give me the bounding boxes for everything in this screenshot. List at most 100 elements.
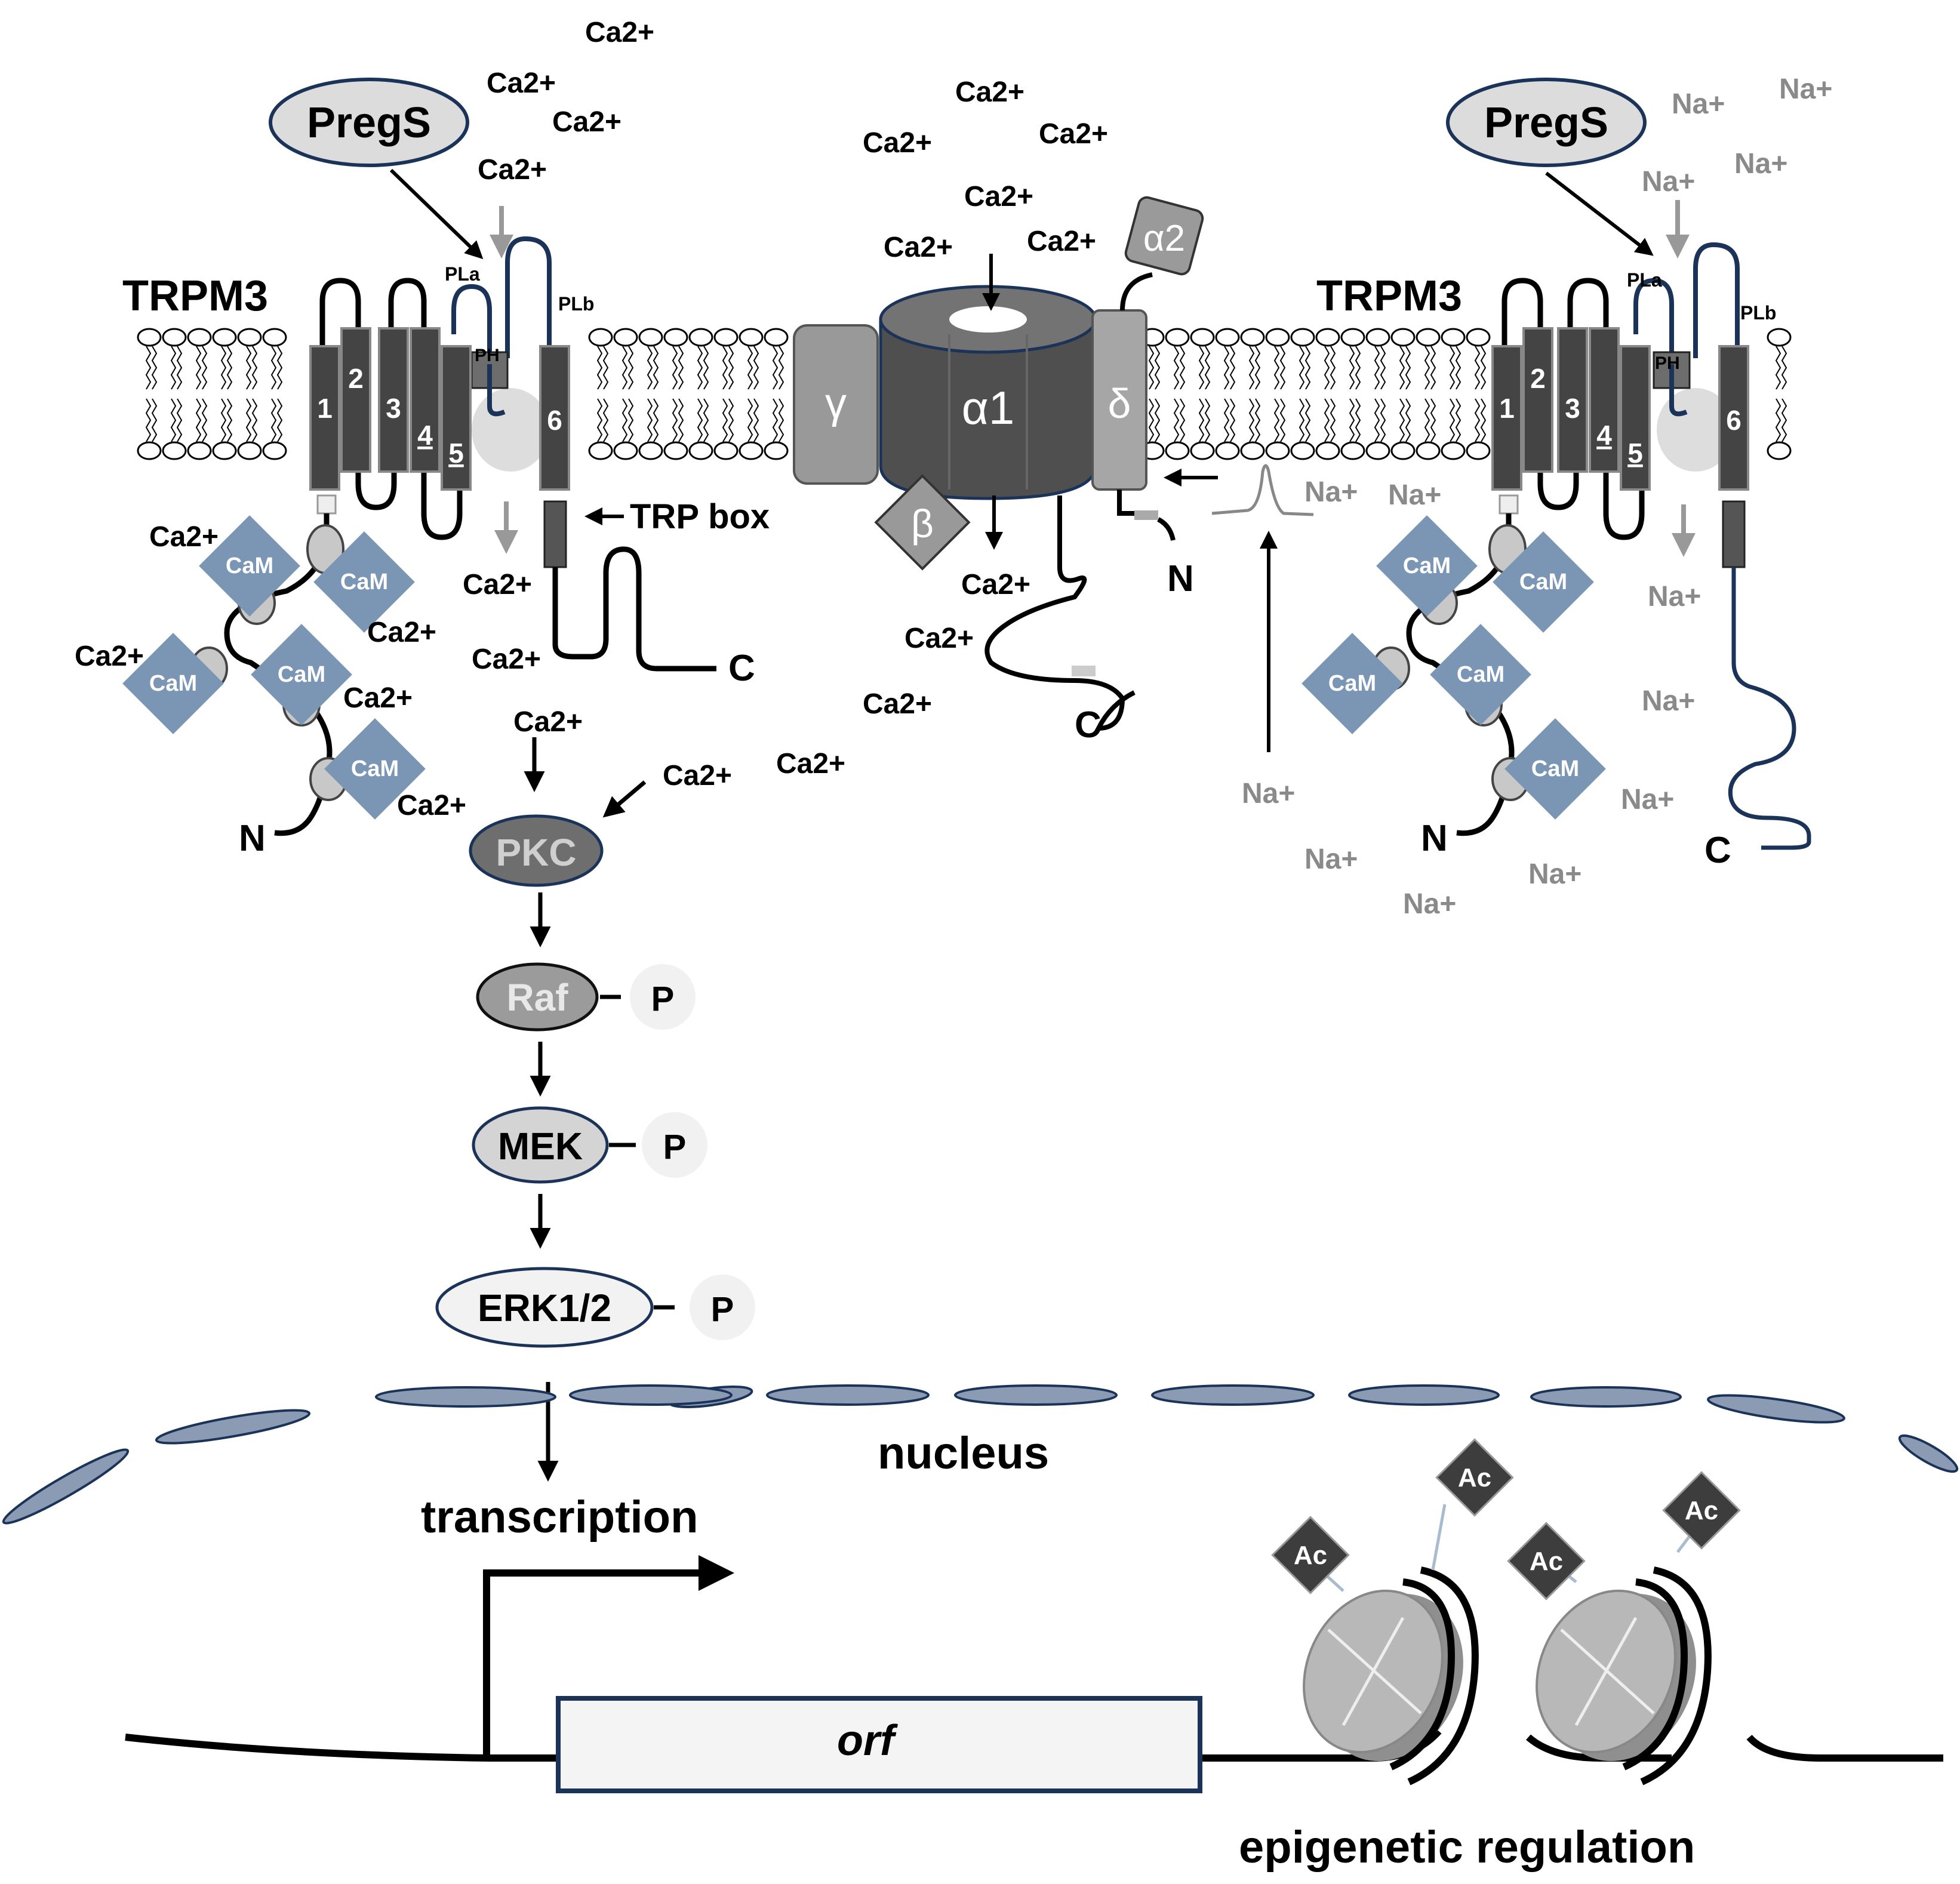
erk-node	[435, 1267, 654, 1348]
trp-box-label: TRP box	[630, 497, 770, 536]
sodium-ion-label: Na+	[1672, 88, 1725, 120]
lipid-tail	[1474, 346, 1487, 390]
segment-1-label: 1	[317, 393, 333, 424]
lipid-head	[212, 441, 237, 460]
lipid-tail	[697, 346, 709, 390]
lipid-head	[187, 441, 212, 460]
lipid-head	[1416, 441, 1441, 460]
lipid-head	[212, 328, 237, 347]
sodium-ion-label: Na+	[1642, 685, 1695, 717]
trp-box	[1722, 500, 1746, 568]
calmodulin-label: CaM	[340, 569, 388, 595]
trpm3-right-label: TRPM3	[1316, 272, 1462, 320]
calcium-ion-label: Ca2+	[1027, 226, 1096, 257]
calcium-ion-label: Ca2+	[478, 154, 547, 186]
calcium-ion-label: Ca2+	[776, 748, 845, 780]
lipid-head	[1240, 328, 1265, 347]
lipid-tail	[1424, 398, 1436, 442]
lipid-head	[588, 441, 613, 460]
loop-a-label: PLa	[445, 263, 480, 285]
segment-4-label: 4	[417, 420, 433, 451]
segment-2-label: 2	[1530, 363, 1546, 394]
lipid-head	[1390, 441, 1416, 460]
calmodulin-label: CaM	[1519, 569, 1567, 595]
pregs-right: PregS	[1446, 78, 1654, 256]
calcium-ion-label: Ca2+	[472, 644, 541, 675]
lipid-head	[1215, 441, 1240, 460]
raf-label: Raf	[506, 976, 568, 1019]
lipid-tail	[220, 398, 233, 442]
sodium-ion-label: Na+	[1648, 581, 1701, 612]
segment-6-label: 6	[547, 405, 562, 436]
epigenetic-regulation-label: epigenetic regulation	[1239, 1822, 1695, 1873]
acetyl-label: Ac	[1685, 1496, 1718, 1525]
vgcc-c-terminus: C	[1075, 704, 1101, 746]
trpm3-left-n-terminus: N	[239, 818, 266, 859]
gene-locus: orf	[125, 1555, 1943, 1793]
calcium-ion-label: Ca2+	[75, 641, 144, 672]
calcium-ion-label: Ca2+	[884, 232, 953, 263]
mek-label: MEK	[498, 1125, 583, 1168]
lipid-head	[137, 328, 162, 347]
calcium-ion-label: Ca2+	[487, 67, 556, 99]
lipid-tail	[672, 346, 684, 390]
sodium-ion-label: Na+	[1734, 148, 1787, 180]
calcium-ion-label: Ca2+	[552, 106, 621, 138]
lipid-head	[688, 328, 713, 347]
lipid-head	[638, 441, 663, 460]
segment-6	[539, 345, 570, 491]
sodium-ion-label: Na+	[1779, 73, 1832, 105]
sodium-ion-label: Na+	[1528, 858, 1581, 890]
lipid-head	[1240, 441, 1265, 460]
beta-subunit	[874, 474, 971, 571]
segment-1	[309, 345, 340, 491]
lipid-head	[638, 328, 663, 347]
sodium-ion-label: Na+	[1388, 479, 1441, 511]
plasma-membrane	[137, 328, 1792, 460]
segment-6-label: 6	[1726, 405, 1741, 436]
trpm3-right-c-terminus: C	[1704, 830, 1731, 871]
segment-3	[378, 327, 409, 473]
lipid-head	[713, 441, 739, 460]
lipid-tail	[1173, 398, 1186, 442]
calcium-ion-label: Ca2+	[955, 76, 1024, 108]
lipid-tail	[145, 346, 158, 390]
lipid-tail	[1775, 346, 1787, 390]
erk-phospho-label: P	[711, 1290, 734, 1329]
lipid-head	[1340, 441, 1365, 460]
mek-node	[472, 1106, 609, 1184]
gamma-label: γ	[825, 380, 847, 427]
calcium-ion-label: Ca2+	[663, 760, 732, 792]
lipid-tail	[697, 398, 709, 442]
trp-box	[543, 500, 567, 568]
lipid-tail	[170, 398, 183, 442]
lipid-head	[237, 441, 262, 460]
lipid-head	[262, 328, 287, 347]
pkc-node	[469, 814, 604, 887]
pregs-left: PregS	[269, 78, 484, 260]
lipid-tail	[596, 398, 609, 442]
segment-5	[441, 345, 472, 491]
calcium-ion-label: Ca2+	[1039, 118, 1108, 150]
loop-a-label: PLa	[1627, 269, 1662, 291]
mek-phospho-label: P	[663, 1128, 687, 1166]
lipid-tail	[1273, 346, 1286, 390]
lipid-head	[1265, 328, 1290, 347]
calmodulin-label: CaM	[278, 662, 325, 687]
lipid-tail	[1349, 346, 1361, 390]
lipid-tail	[672, 398, 684, 442]
lipid-head	[162, 441, 187, 460]
action-potential	[1164, 464, 1314, 752]
lipid-head	[237, 328, 262, 347]
lipid-tail	[1299, 346, 1311, 390]
segment-2-label: 2	[348, 363, 364, 394]
lipid-tail	[621, 398, 634, 442]
lipid-tail	[1223, 398, 1236, 442]
calcium-ion-label: Ca2+	[397, 790, 466, 821]
orf-box	[556, 1696, 1202, 1793]
pore-region	[472, 388, 549, 472]
pore-region	[1657, 388, 1734, 472]
calcium-ion-label: Ca2+	[367, 617, 436, 648]
lipid-head	[764, 441, 789, 460]
